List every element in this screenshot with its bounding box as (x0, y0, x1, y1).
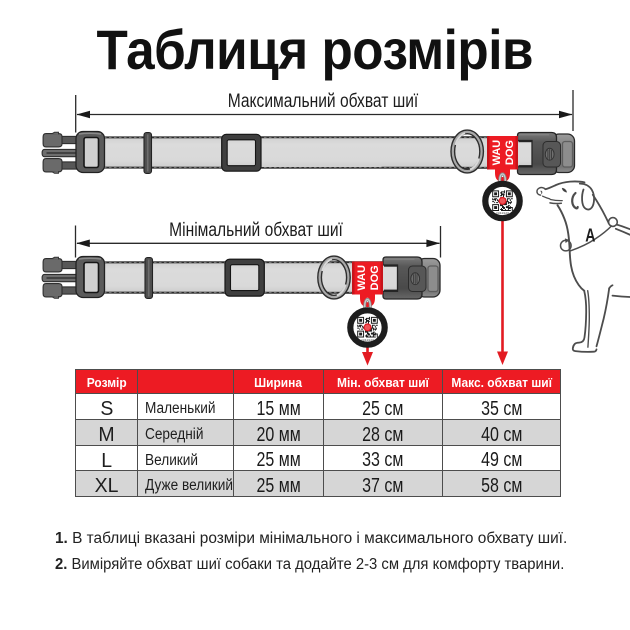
svg-text:WAU: WAU (491, 140, 503, 166)
svg-text:WAU: WAU (356, 265, 368, 291)
svg-text:C010123: C010123 (361, 339, 374, 342)
svg-text:A: A (585, 226, 595, 246)
svg-text:DOG: DOG (369, 265, 381, 290)
svg-text:DOG: DOG (504, 140, 516, 165)
svg-text:C010123: C010123 (496, 212, 509, 215)
